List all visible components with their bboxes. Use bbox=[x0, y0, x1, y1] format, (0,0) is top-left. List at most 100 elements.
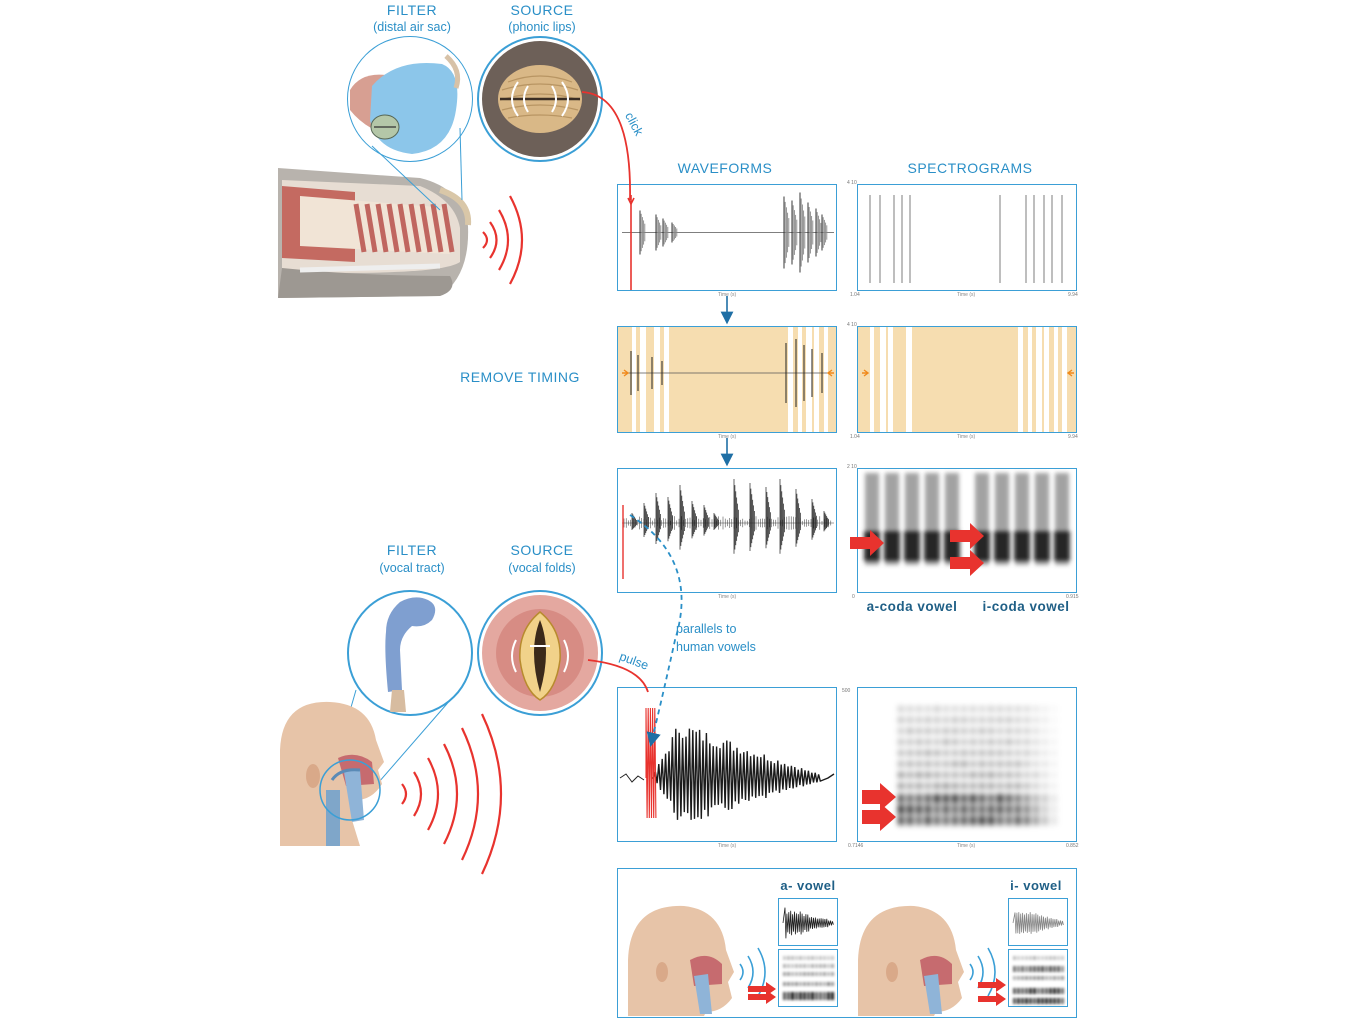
harmonic-cell bbox=[970, 761, 976, 767]
a-vowel-spectrogram-thumb bbox=[778, 949, 838, 1007]
gap-band bbox=[1054, 327, 1058, 432]
harmonic-cell bbox=[1024, 816, 1030, 825]
harmonic-cell bbox=[907, 717, 913, 723]
row1-spectrogram-plot bbox=[869, 195, 1063, 283]
harmonic-cell bbox=[898, 717, 904, 723]
mini-spectro-cell bbox=[791, 964, 794, 968]
row3-wave-x-title: Time (s) bbox=[718, 594, 737, 600]
harmonic-cell bbox=[1015, 783, 1021, 789]
mini-spectro-cell bbox=[1041, 998, 1044, 1004]
mini-spectro-cell bbox=[1025, 956, 1028, 960]
mini-spectro-cell bbox=[1057, 976, 1060, 980]
harmonic-cell bbox=[907, 816, 913, 825]
harmonic-cell bbox=[1024, 739, 1030, 745]
whale-head-illustration bbox=[278, 168, 472, 298]
harmonic-cell bbox=[925, 816, 931, 825]
harmonic-cell bbox=[988, 728, 994, 734]
harmonic-cell bbox=[952, 772, 958, 778]
harmonic-cell bbox=[997, 794, 1003, 803]
whale-filter-subtitle: (distal air sac) bbox=[373, 20, 451, 34]
row4-waveform-plot bbox=[619, 707, 835, 820]
parallels-label-line1: parallels to bbox=[676, 622, 737, 636]
gap-band bbox=[788, 327, 793, 432]
harmonic-cell bbox=[988, 805, 994, 814]
mini-spectro-cell bbox=[811, 956, 814, 960]
harmonic-cell bbox=[979, 739, 985, 745]
row4-spectrogram-plot bbox=[898, 706, 1057, 825]
mini-spectro-cell bbox=[1057, 998, 1060, 1004]
mini-spectro-cell bbox=[1053, 956, 1056, 960]
harmonic-cell bbox=[1015, 805, 1021, 814]
harmonic-cell bbox=[934, 816, 940, 825]
mini-spectro-cell bbox=[1021, 976, 1024, 980]
mini-spectro-cell bbox=[791, 992, 794, 1000]
harmonic-cell bbox=[988, 761, 994, 767]
harmonic-cell bbox=[1024, 706, 1030, 712]
mini-spectro-cell bbox=[1037, 988, 1040, 994]
i-vowel-spectrogram-plot bbox=[1013, 956, 1064, 1004]
mini-spectro-cell bbox=[795, 972, 798, 976]
harmonic-cell bbox=[907, 750, 913, 756]
mini-spectro-cell bbox=[811, 982, 814, 986]
harmonic-cell bbox=[1024, 772, 1030, 778]
whale-nasal-stripe bbox=[386, 203, 400, 253]
whale-source-circle bbox=[477, 36, 603, 162]
mini-spectro-cell bbox=[1025, 966, 1028, 972]
harmonic-cell bbox=[1042, 772, 1048, 778]
harmonic-cell bbox=[997, 706, 1003, 712]
vowel-comparison-inset: a- vowel i- vowel bbox=[617, 868, 1077, 1018]
harmonic-cell bbox=[898, 706, 904, 712]
whale-nasal-stripe bbox=[430, 203, 444, 253]
a-vowel-spectrogram-plot bbox=[783, 956, 834, 1000]
harmonic-cell bbox=[934, 761, 940, 767]
mini-spectro-cell bbox=[1057, 956, 1060, 960]
harmonic-cell bbox=[916, 783, 922, 789]
harmonic-cell bbox=[1024, 761, 1030, 767]
harmonic-cell bbox=[907, 728, 913, 734]
mini-spectro-cell bbox=[827, 964, 830, 968]
mini-spectro-cell bbox=[1017, 956, 1020, 960]
row4-spec-x-title: Time (s) bbox=[957, 843, 976, 849]
harmonic-cell bbox=[1051, 772, 1057, 778]
mini-spectro-cell bbox=[803, 992, 806, 1000]
i-vowel-waveform-thumb bbox=[1008, 898, 1068, 946]
mini-waveform bbox=[1012, 912, 1064, 934]
row1-spec-x-left: 1.04 bbox=[850, 292, 860, 298]
harmonic-cell bbox=[988, 794, 994, 803]
row2-waveform-plot bbox=[622, 327, 834, 432]
a-vowel-waveform-plot bbox=[782, 907, 834, 939]
mini-spectro-cell bbox=[795, 992, 798, 1000]
harmonic-cell bbox=[934, 728, 940, 734]
mini-spectro-cell bbox=[1033, 956, 1036, 960]
harmonic-cell bbox=[898, 739, 904, 745]
harmonic-cell bbox=[988, 706, 994, 712]
harmonic-cell bbox=[1015, 706, 1021, 712]
mini-spectro-cell bbox=[831, 982, 834, 986]
mini-spectro-cell bbox=[791, 956, 794, 960]
row4-spec-x-left: 0.7146 bbox=[848, 843, 864, 849]
harmonic-cell bbox=[970, 772, 976, 778]
mini-spectro-cell bbox=[807, 972, 810, 976]
harmonic-cell bbox=[1033, 783, 1039, 789]
mini-spectro-cell bbox=[803, 956, 806, 960]
mini-spectro-cell bbox=[823, 972, 826, 976]
harmonic-cell bbox=[907, 794, 913, 803]
harmonic-cell bbox=[1015, 772, 1021, 778]
harmonic-cell bbox=[970, 717, 976, 723]
mini-spectro-cell bbox=[1017, 966, 1020, 972]
vowel-waveform bbox=[652, 728, 835, 820]
harmonic-cell bbox=[961, 739, 967, 745]
formant-band bbox=[924, 531, 940, 561]
mini-spectro-cell bbox=[1037, 966, 1040, 972]
harmonic-cell bbox=[961, 794, 967, 803]
row1-spectrogram-panel bbox=[857, 184, 1077, 291]
remove-timing-label: REMOVE TIMING bbox=[460, 369, 580, 385]
mini-spectro-cell bbox=[799, 956, 802, 960]
whale-filter-title: FILTER bbox=[386, 2, 438, 18]
gap-band bbox=[906, 327, 912, 432]
mini-spectro-cell bbox=[1049, 966, 1052, 972]
mini-spectro-cell bbox=[1021, 966, 1024, 972]
mini-spectro-cell bbox=[787, 956, 790, 960]
mini-spectro-cell bbox=[1045, 988, 1048, 994]
row2-waveform-panel bbox=[617, 326, 837, 433]
